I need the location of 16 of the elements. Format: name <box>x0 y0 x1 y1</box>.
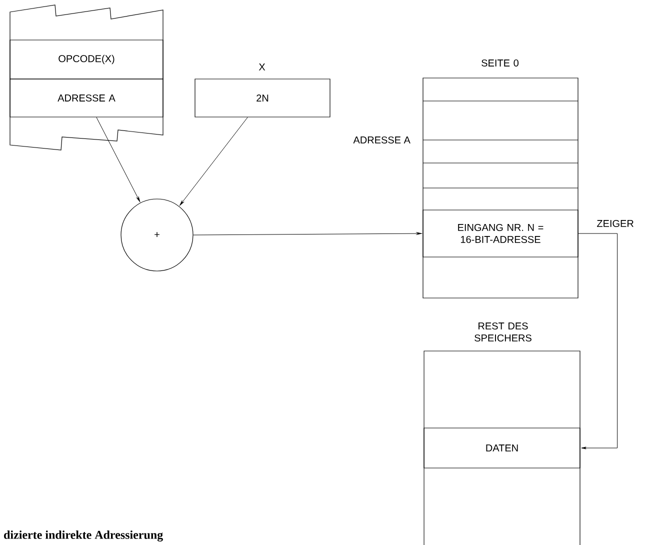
arrow <box>180 117 248 206</box>
edge-label: ZEIGER <box>597 220 634 228</box>
instruction-strip <box>10 4 164 150</box>
memory-cell: OPCODE(X) <box>10 40 164 80</box>
memory-label: ADRESSE A <box>353 136 410 144</box>
node-label: X <box>258 64 266 70</box>
arrow <box>193 232 422 236</box>
memory-cell: ADRESSE A <box>10 78 164 118</box>
caption: dizierte indirekte Adressierung <box>4 530 163 542</box>
node-label: SEITE 0 <box>482 59 519 67</box>
arrow <box>96 117 140 202</box>
arrow <box>578 233 618 450</box>
node-label: REST DES SPEICHERS <box>474 322 532 342</box>
memory-cell: DATEN <box>424 428 580 468</box>
memory-cell: EINGANG NR. N = 16-BIT-ADRESSE <box>422 210 578 258</box>
register-box: X 2N <box>194 64 330 118</box>
